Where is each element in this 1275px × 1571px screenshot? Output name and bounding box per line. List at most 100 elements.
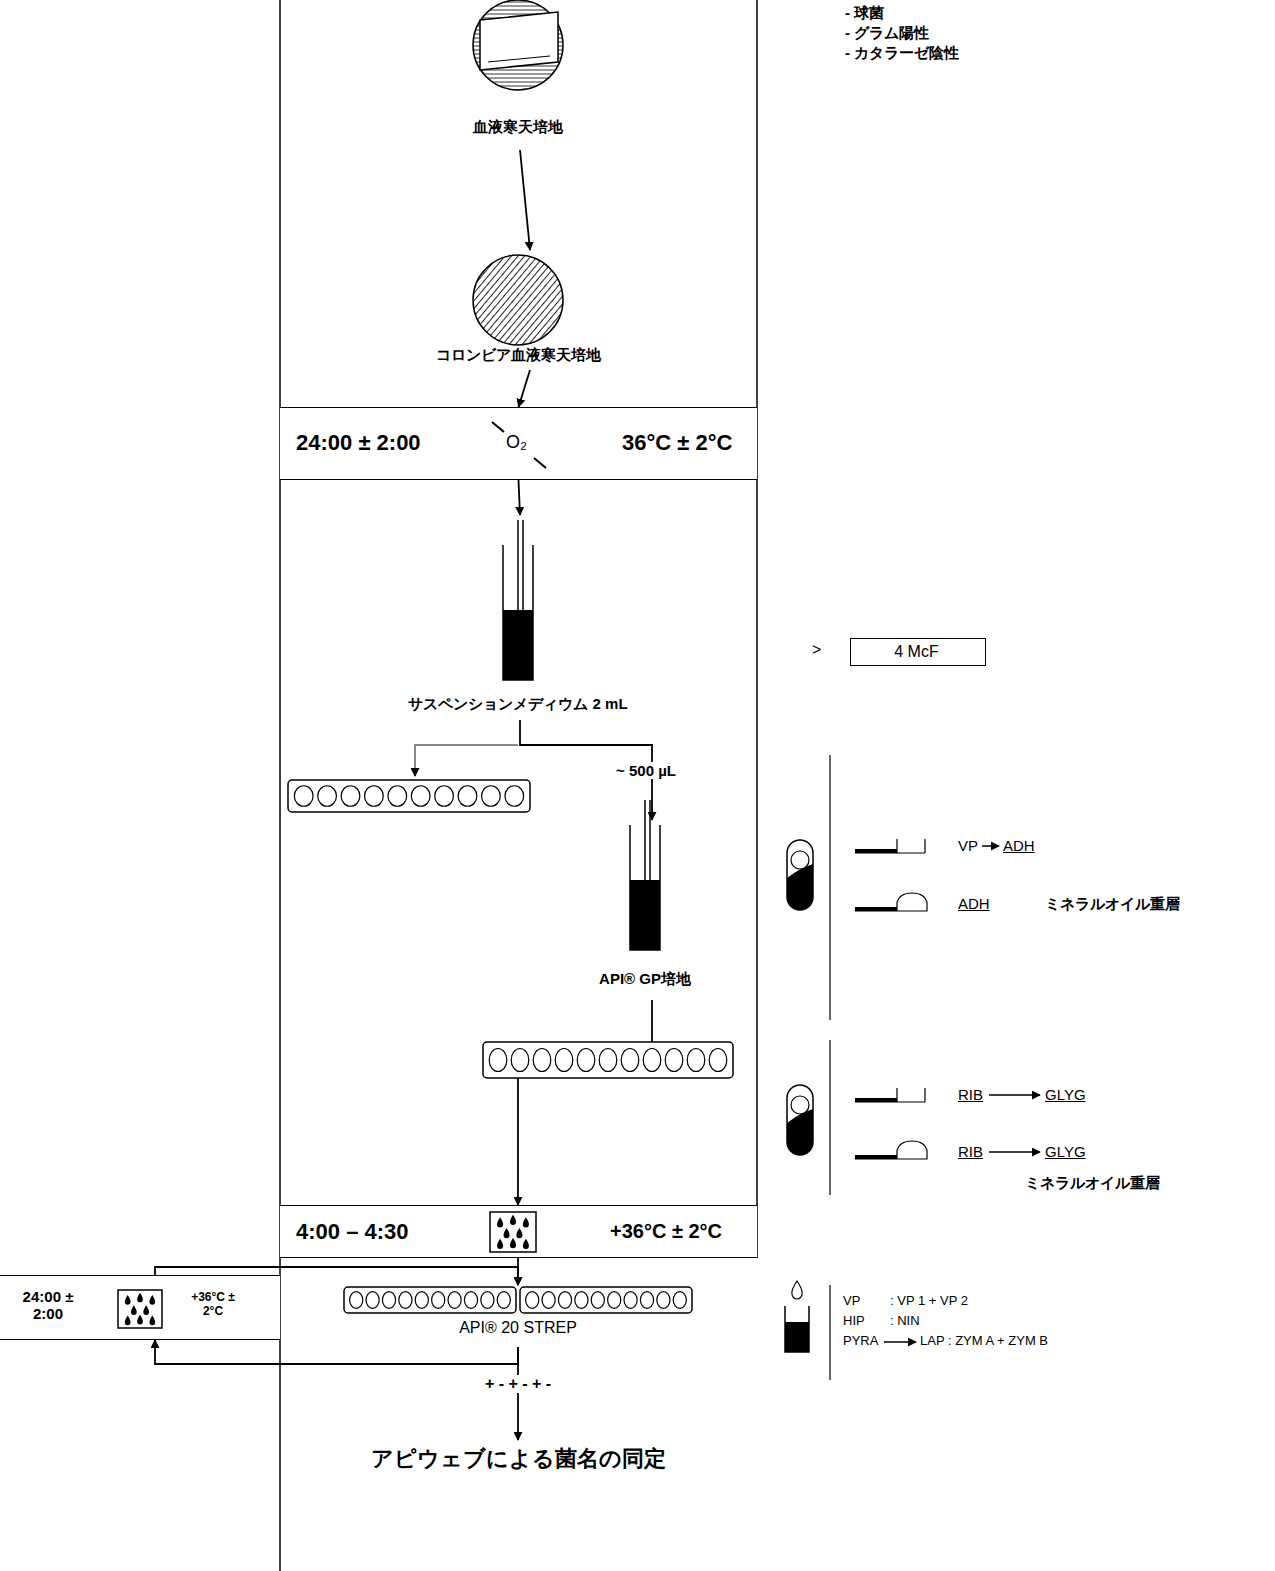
flow-arrow bbox=[517, 1347, 519, 1440]
cupule bbox=[511, 1048, 529, 1071]
note-label: RIB bbox=[958, 1086, 983, 1103]
cupule bbox=[382, 1292, 395, 1309]
suspension-tube: サスペンションメディウム 2 mL bbox=[370, 515, 670, 720]
cupule-sample bbox=[855, 1088, 925, 1102]
node-text: 36°C ± 2°C bbox=[622, 430, 732, 455]
cupule bbox=[432, 1292, 445, 1309]
tube-liquid bbox=[785, 1322, 809, 1352]
bracket-line bbox=[829, 755, 830, 1020]
flow-arrow bbox=[155, 1340, 518, 1364]
cupule-opening bbox=[791, 851, 809, 869]
cupule bbox=[366, 1292, 379, 1309]
note-label: ミネラルオイル重層 bbox=[1045, 895, 1180, 912]
cupule bbox=[640, 1292, 653, 1309]
no-oxygen-slash bbox=[492, 422, 504, 432]
humidity-icon bbox=[490, 1212, 536, 1252]
note-label: RIB bbox=[958, 1143, 983, 1160]
flow-arrow bbox=[518, 1000, 652, 1205]
cupule bbox=[533, 1048, 551, 1071]
drop-mark bbox=[497, 1239, 503, 1249]
cupule bbox=[577, 1048, 595, 1071]
cupule bbox=[294, 786, 313, 806]
cupule bbox=[411, 786, 430, 806]
drop-mark bbox=[510, 1215, 516, 1225]
reincubation-box: 24:00 ± 2:00+36°C ± 2°C bbox=[0, 1275, 280, 1340]
node-text: +36°C ± 2°C bbox=[610, 1220, 722, 1243]
pipette bbox=[649, 800, 651, 895]
node-text: 4:00 – 4:30 bbox=[296, 1219, 409, 1244]
node-figure bbox=[370, 515, 666, 720]
arrow-symbol bbox=[982, 845, 999, 847]
note-label: GLYG bbox=[1045, 1143, 1086, 1160]
drop-mark bbox=[523, 1239, 529, 1249]
cupule bbox=[665, 1048, 683, 1071]
no-oxygen-slash bbox=[534, 458, 546, 468]
cupule bbox=[482, 786, 501, 806]
note-label: HIP bbox=[843, 1314, 865, 1329]
cupule-liquid bbox=[787, 864, 813, 910]
cupule bbox=[575, 1292, 588, 1309]
cupule-sample bbox=[855, 893, 927, 911]
pipette bbox=[517, 520, 519, 625]
drop-mark bbox=[149, 1295, 155, 1305]
note-label: PYRA bbox=[843, 1334, 878, 1349]
cupule-icon bbox=[787, 840, 813, 910]
note-label: : NIN bbox=[890, 1314, 920, 1329]
note-label: > bbox=[812, 641, 821, 659]
cupule bbox=[505, 786, 524, 806]
note-label: + - + - + - bbox=[448, 1375, 588, 1393]
cupule-sample bbox=[855, 1141, 927, 1159]
note-label: ミネラルオイル重層 bbox=[1025, 1174, 1160, 1191]
arrow-symbol bbox=[989, 1094, 1040, 1096]
arrow-symbol bbox=[989, 1151, 1040, 1153]
cupule bbox=[435, 786, 454, 806]
cupule bbox=[464, 1292, 477, 1309]
cupule-sample bbox=[855, 839, 925, 853]
cupule bbox=[318, 786, 337, 806]
note-label: - カタラーゼ陰性 bbox=[845, 44, 959, 61]
cupule-opening bbox=[791, 1096, 809, 1114]
cupule bbox=[415, 1292, 428, 1309]
arrow-symbol bbox=[884, 1341, 916, 1343]
node-text: API® 20 STREP bbox=[340, 1319, 696, 1337]
drop-mark bbox=[125, 1295, 131, 1305]
node-text: サスペンションメディウム 2 mL bbox=[370, 695, 666, 712]
cupule bbox=[399, 1292, 412, 1309]
node-text: +36°C ± 2°C bbox=[190, 1291, 236, 1319]
api-strip: API® 20 STREP bbox=[340, 1285, 700, 1347]
cupule-icon bbox=[787, 1085, 813, 1155]
cupule bbox=[481, 1292, 494, 1309]
drop-mark bbox=[516, 1228, 522, 1238]
note-label: ADH bbox=[958, 895, 990, 912]
cupule bbox=[489, 1048, 507, 1071]
drop-mark bbox=[504, 1228, 510, 1238]
cupule bbox=[558, 1292, 571, 1309]
bracket-line bbox=[829, 1040, 830, 1195]
turbidity-box: 4 McF bbox=[850, 638, 986, 666]
agar-plate: 血液寒天培地 bbox=[418, 0, 622, 150]
node-text: コロンビア血液寒天培地 bbox=[398, 346, 638, 363]
cupule bbox=[687, 1048, 705, 1071]
gallery-strip bbox=[483, 1042, 733, 1078]
cupule bbox=[608, 1292, 621, 1309]
cupule bbox=[526, 1292, 539, 1309]
node-text: 血液寒天培地 bbox=[418, 118, 618, 135]
drop-mark bbox=[523, 1217, 529, 1227]
node-figure bbox=[340, 1285, 696, 1347]
flow-arrow bbox=[519, 370, 531, 407]
node-text: O₂ bbox=[506, 432, 527, 453]
column-line bbox=[756, 0, 758, 1258]
cupule bbox=[591, 1292, 604, 1309]
tube-outline bbox=[785, 1306, 809, 1352]
drop-mark bbox=[131, 1305, 137, 1315]
node-text: アピウェブによる菌名の同定 bbox=[290, 1446, 746, 1471]
cupule bbox=[643, 1048, 661, 1071]
note-label: VP bbox=[843, 1294, 860, 1309]
flow-arrow bbox=[520, 150, 530, 250]
note-label: - グラム陽性 bbox=[845, 24, 929, 41]
cupule bbox=[350, 1292, 363, 1309]
note-label: GLYG bbox=[1045, 1086, 1086, 1103]
cupule bbox=[458, 786, 477, 806]
petri-dish bbox=[473, 255, 563, 345]
gallery-strip bbox=[520, 1287, 692, 1313]
